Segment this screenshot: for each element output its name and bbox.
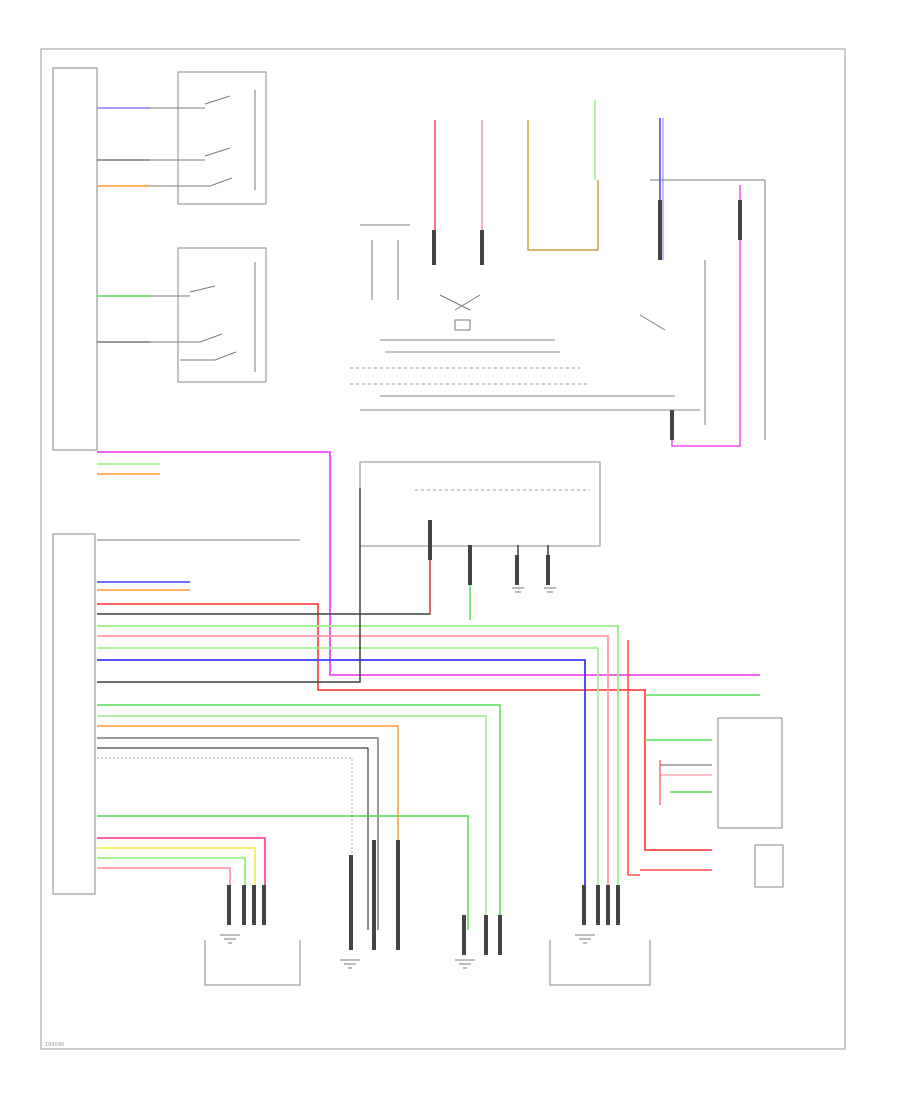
- connector-pin: [242, 885, 246, 925]
- headlight-ecu-box: [52, 533, 96, 895]
- harness-lines: [350, 339, 700, 491]
- light-control-switch-box: [177, 71, 267, 205]
- right-small-box: [754, 844, 784, 888]
- right-actuator-bracket: [549, 940, 651, 986]
- connector-pin: [227, 885, 231, 925]
- connector-pin: [428, 520, 432, 560]
- connector-pin: [462, 915, 466, 955]
- connector-pin: [670, 410, 674, 440]
- connector-pins: [227, 200, 742, 955]
- connector-pin: [396, 840, 400, 950]
- top-center-wiring: [360, 100, 766, 447]
- connector-pin: [658, 200, 662, 260]
- connector-pin: [432, 230, 436, 265]
- connector-pin: [546, 555, 550, 585]
- connector-pin: [596, 885, 600, 925]
- connector-pin: [515, 555, 519, 585]
- ecu-pin-ticks: [94, 80, 98, 890]
- connector-pin: [372, 840, 376, 950]
- connector-pin: [484, 915, 488, 955]
- switch-contacts: [150, 90, 256, 372]
- connector-pin: [606, 885, 610, 925]
- switch-stubs: [97, 107, 150, 343]
- ecu-output-lines: [97, 488, 712, 930]
- diagram-frame: [40, 48, 846, 1050]
- connector-pin: [349, 855, 353, 950]
- left-leveling-wires: [97, 837, 266, 910]
- connector-pin: [262, 885, 266, 925]
- connector-pin: [468, 545, 472, 585]
- connector-pin: [738, 200, 742, 240]
- connector-pin: [252, 885, 256, 925]
- connector-pin: [480, 230, 484, 265]
- relay-block-box: [359, 461, 601, 547]
- connector-pin: [582, 885, 586, 925]
- ground-symbols: [220, 587, 595, 969]
- footer-code: 199090: [45, 1042, 64, 1048]
- connector-pin: [498, 915, 502, 955]
- right-module-wiring: [627, 640, 760, 876]
- mid-signal-lines: [97, 451, 760, 676]
- dimmer-switch-box: [177, 247, 267, 383]
- left-actuator-bracket: [204, 940, 301, 986]
- connector-pin: [616, 885, 620, 925]
- right-module-box: [717, 717, 783, 829]
- combination-switch-box: [52, 67, 98, 451]
